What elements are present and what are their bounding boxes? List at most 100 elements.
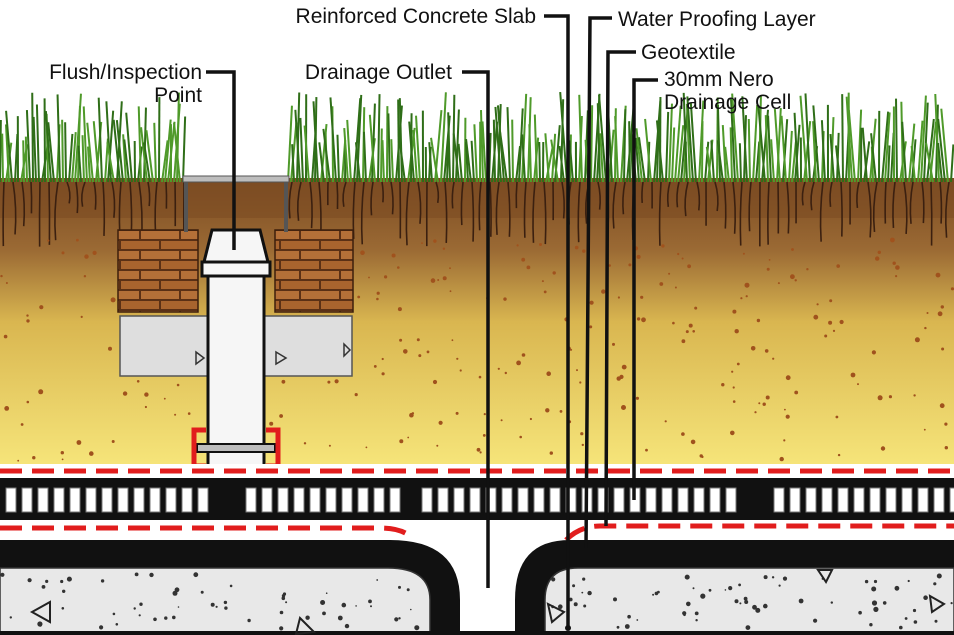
grass-blade (598, 94, 607, 183)
soil-speckle (835, 415, 839, 419)
soil-speckle (681, 257, 684, 260)
grass-blade (68, 133, 74, 183)
aggregate-dot (99, 625, 104, 630)
drainage-cell-unit (485, 487, 497, 513)
aggregate-dot (9, 616, 12, 619)
root (930, 181, 933, 246)
aggregate-dot (830, 601, 833, 604)
root (80, 181, 86, 207)
aggregate-dot (164, 616, 168, 620)
aggregate-dot (798, 598, 804, 604)
soil-speckle (174, 413, 177, 416)
grass-blade (729, 127, 733, 183)
grass-blade (793, 112, 799, 183)
root (921, 181, 925, 224)
aggregate-dot (41, 585, 46, 589)
drainage-cell-unit (101, 487, 113, 513)
soil-speckle (436, 444, 439, 447)
topsoil-band (0, 178, 954, 218)
soil-speckle (442, 276, 447, 281)
root (676, 181, 680, 208)
soil-speckle (628, 263, 632, 267)
grass-blade (473, 124, 478, 183)
grass-blade (940, 108, 949, 183)
drainage-cell-unit (901, 487, 913, 513)
soil-speckle (785, 414, 790, 419)
soil-speckle (694, 306, 698, 310)
soil-speckle (3, 334, 8, 339)
soil-speckle (47, 239, 50, 242)
drainage-cell-unit (309, 487, 321, 513)
soil-speckle (541, 280, 544, 283)
soil-speckle (754, 411, 757, 414)
aggregate-dot (112, 612, 116, 616)
grass-blade (447, 112, 451, 183)
grass-blade (881, 111, 890, 183)
grass-blade (343, 127, 349, 183)
root (786, 181, 790, 234)
root (523, 181, 527, 238)
drainage-cell-unit (821, 487, 833, 513)
drainage-cell-unit (869, 487, 881, 513)
leader-waterproofing (584, 16, 612, 549)
soil-speckle (357, 295, 361, 299)
drainage-cell-unit (613, 487, 625, 513)
leader-slab (544, 14, 570, 628)
grass-blade (920, 95, 927, 183)
soil-speckle (641, 317, 646, 323)
root (658, 181, 662, 246)
aggregate-dot (700, 593, 706, 599)
grass-blade (685, 103, 691, 183)
soil-speckle (549, 451, 553, 455)
soil-speckle (895, 275, 898, 278)
root (296, 181, 302, 221)
grass-blade (538, 141, 541, 183)
grass-blade (145, 130, 154, 183)
drainage-cell-unit (5, 487, 17, 513)
grass-blade (381, 140, 385, 183)
soil-speckle (677, 252, 680, 256)
soil-speckle (687, 264, 691, 269)
label-flush-inspection-point-line2: Point (154, 84, 202, 107)
root (892, 181, 896, 229)
grass-blade (710, 140, 715, 183)
grass-blade (767, 115, 772, 183)
drainage-cell-unit (181, 487, 193, 513)
aggregate-dot (873, 579, 878, 584)
drainage-cell-unit (661, 487, 673, 513)
soil-speckle (269, 421, 274, 426)
grass-blade (780, 115, 787, 183)
label-drainage-cell-line2: Drainage Cell (664, 91, 791, 114)
grass-blade (857, 109, 863, 183)
soil-speckle (645, 448, 648, 452)
soil-speckle (478, 375, 482, 379)
grass-blade (457, 143, 463, 183)
drainage-cell-unit (469, 487, 481, 513)
root (561, 181, 565, 219)
soil-speckle (758, 402, 761, 405)
aggregate-dot (871, 586, 877, 592)
soil-speckle (442, 247, 446, 250)
soil-speckle (692, 330, 695, 333)
soil-speckle (601, 289, 606, 294)
soil-speckle (589, 325, 593, 329)
grass-blade (518, 108, 524, 183)
grass-blade (870, 133, 877, 183)
grass-blade (137, 106, 142, 183)
aggregate-dot (62, 589, 66, 593)
soil-speckle (365, 446, 368, 449)
soil-speckle (582, 249, 586, 253)
grass-blade (32, 116, 37, 183)
soil-speckle (732, 309, 737, 314)
soil-speckle (616, 376, 621, 381)
aggregate-dot (744, 600, 749, 604)
aggregate-dot (410, 608, 412, 611)
root (944, 181, 950, 238)
soil-speckle (813, 314, 819, 320)
soil-speckle (806, 268, 809, 271)
footing-triangle-icon (343, 342, 352, 358)
soil-speckle (895, 265, 900, 270)
root (739, 181, 743, 246)
aggregate-dot (281, 596, 286, 601)
aggregate-dot (322, 611, 326, 616)
